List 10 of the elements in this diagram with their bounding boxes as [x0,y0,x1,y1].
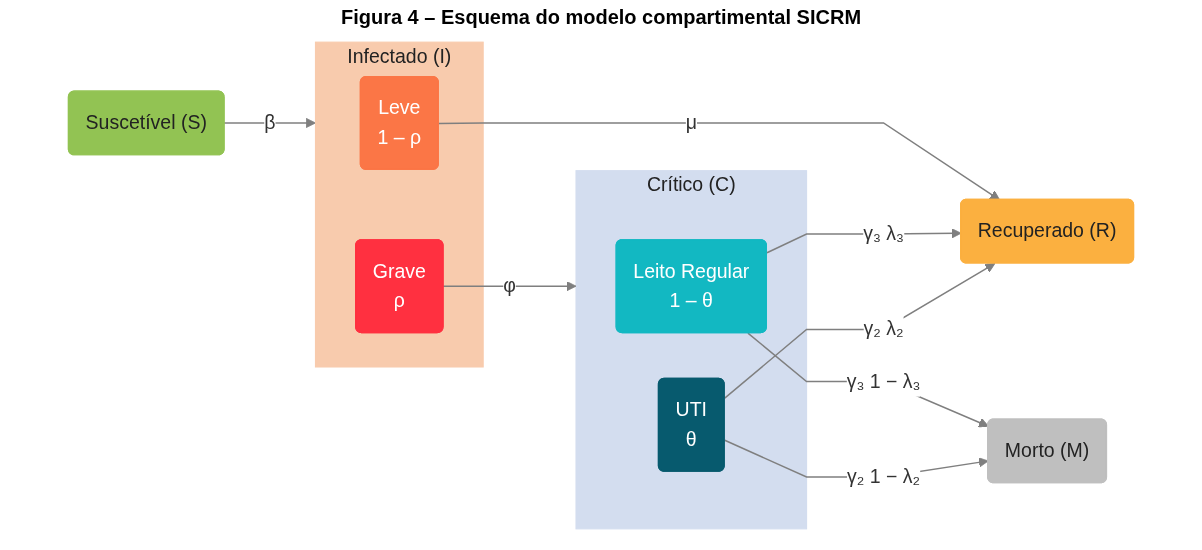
edge-label: γ₂ 1 − λ₂ [847,465,921,488]
arrow [438,122,1001,201]
edge-label: β [264,111,276,134]
edge-label: γ₃ λ₃ [863,222,904,245]
edge-label: γ₃ 1 − λ₃ [846,370,921,393]
edge-label: γ₂ λ₂ [863,318,904,341]
edge-label: μ [685,111,697,134]
arrow [724,263,996,399]
figure-title: Figura 4 – Esquema do modelo compartimental SICRM [339,6,863,29]
edge-label: φ [503,274,516,297]
